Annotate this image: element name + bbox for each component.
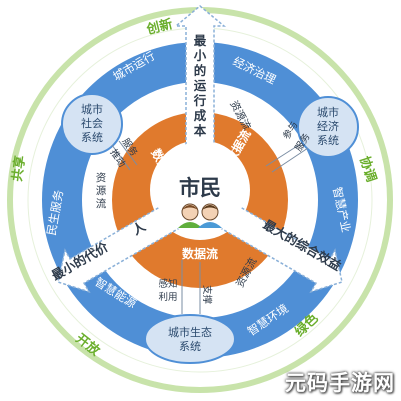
resource-flow-left-1: 资 [96, 172, 107, 184]
economic-system-line-2: 经济 [317, 119, 339, 133]
top-arrow-char-2: 小 [193, 48, 207, 63]
resource-flow-left-2: 源 [96, 184, 107, 197]
ecology-system-line-2: 系统 [179, 340, 201, 353]
top-arrow-char-4: 运 [194, 78, 207, 93]
outer-label-left: 共享 [9, 155, 28, 183]
ecology-system-node: 城市生态 系统 [144, 314, 236, 364]
social-system-line-3: 系统 [81, 131, 103, 144]
resource-flow-left-3: 流 [96, 197, 107, 210]
watermark-text: 元码手游网 [285, 371, 395, 395]
ecology-system-bubble [144, 314, 236, 364]
top-arrow-char-5: 行 [193, 93, 207, 108]
outer-label-right: 协调 [356, 154, 379, 184]
top-arrow-char-3: 的 [194, 63, 207, 78]
economic-system-line-1: 城市 [317, 105, 339, 119]
data-flow-bottom: 数据流 [182, 246, 218, 261]
economic-system-bubble [297, 96, 359, 158]
top-arrow-char-1: 最 [194, 33, 207, 48]
center-cover [154, 142, 246, 234]
center-title: 市民 [179, 176, 221, 200]
ecology-system-line-1: 城市生态 [168, 325, 212, 339]
outer-label-top: 创新 [144, 16, 174, 38]
top-arrow-text: 最 小 的 运 行 成 本 [193, 33, 207, 138]
economic-system-line-3: 系统 [317, 134, 339, 147]
economic-system-node: 城市 经济 系统 [297, 96, 359, 158]
social-system-line-2: 社会 [81, 116, 103, 130]
top-arrow-char-6: 成 [194, 108, 207, 123]
social-system-bubble [61, 93, 123, 155]
citizens-icon [178, 203, 222, 228]
social-system-line-1: 城市 [81, 102, 103, 116]
ecology-link-use: 利用 [158, 291, 177, 303]
social-system-node: 城市 社会 系统 [61, 93, 123, 155]
top-arrow-char-7: 本 [194, 123, 207, 138]
ecology-link-sense: 感知 [158, 278, 177, 290]
ecology-link-support: 支撑 [201, 285, 213, 305]
connector-lines [111, 140, 309, 314]
